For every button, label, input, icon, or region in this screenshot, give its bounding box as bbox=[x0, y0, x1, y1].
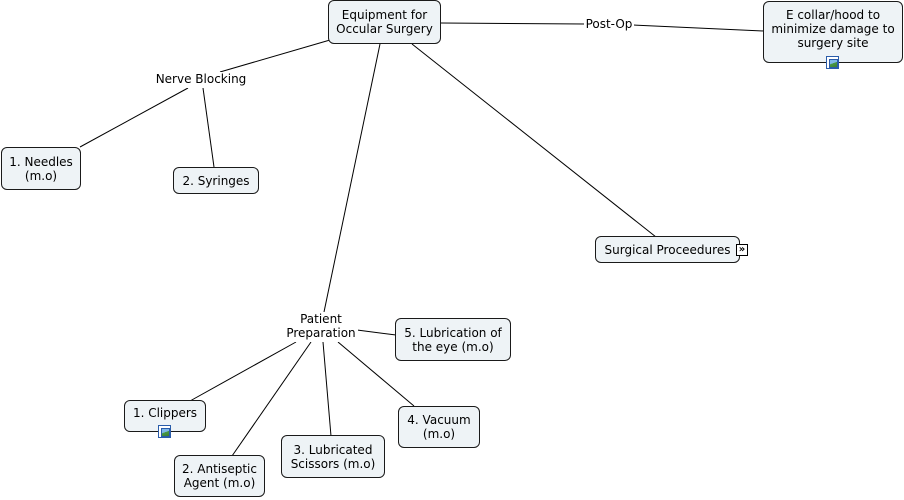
root-node[interactable]: Equipment for Occular Surgery bbox=[328, 0, 441, 44]
syringes-node-text: 2. Syringes bbox=[182, 173, 250, 188]
e-collar-node[interactable]: E collar/hood to minimize damage to surg… bbox=[763, 1, 903, 63]
clippers-node-text: 1. Clippers bbox=[132, 406, 198, 420]
needles-node-text: 1. Needles (m.o) bbox=[9, 154, 73, 183]
root-node-text: Equipment for Occular Surgery bbox=[336, 8, 433, 36]
expand-icon[interactable]: » bbox=[736, 244, 748, 256]
line-root-patient-prep bbox=[323, 43, 381, 313]
surgical-procedures-node-text: Surgical Proceedures bbox=[604, 242, 731, 257]
clippers-image-icon[interactable] bbox=[158, 425, 171, 438]
line-prep-antiseptic bbox=[231, 341, 312, 457]
line-nerve-blocking-syringes bbox=[202, 87, 215, 168]
scissors-node-text: 3. Lubricated Scissors (m.o) bbox=[290, 442, 376, 471]
line-prep-lubrication bbox=[356, 329, 397, 336]
line-nerve-blocking-needles bbox=[79, 87, 189, 148]
vacuum-node-text: 4. Vacuum (m.o) bbox=[407, 413, 471, 441]
vacuum-node[interactable]: 4. Vacuum (m.o) bbox=[398, 406, 480, 448]
patient-preparation-label: Patient Preparation bbox=[284, 312, 358, 342]
antiseptic-node-text: 2. Antiseptic Agent (m.o) bbox=[181, 462, 257, 490]
lubrication-node-text: 5. Lubrication of the eye (m.o) bbox=[404, 325, 502, 354]
needles-node[interactable]: 1. Needles (m.o) bbox=[1, 147, 81, 190]
post-op-link-label: Post-Op bbox=[584, 17, 634, 32]
line-root-nerve-blocking bbox=[219, 39, 331, 73]
nerve-blocking-label: Nerve Blocking bbox=[154, 72, 248, 88]
syringes-node[interactable]: 2. Syringes bbox=[173, 167, 259, 194]
line-root-postop-label bbox=[440, 22, 586, 25]
lubrication-node[interactable]: 5. Lubrication of the eye (m.o) bbox=[395, 318, 511, 361]
surgical-procedures-node[interactable]: Surgical Proceedures bbox=[595, 236, 740, 263]
antiseptic-node[interactable]: 2. Antiseptic Agent (m.o) bbox=[174, 455, 265, 497]
line-postop-label-ecollar bbox=[632, 24, 765, 32]
scissors-node[interactable]: 3. Lubricated Scissors (m.o) bbox=[281, 435, 385, 478]
e-collar-node-text: E collar/hood to minimize damage to surg… bbox=[771, 8, 895, 50]
e-collar-image-icon[interactable] bbox=[826, 56, 839, 69]
line-prep-scissors bbox=[322, 341, 332, 437]
line-prep-clippers bbox=[189, 341, 297, 402]
line-root-surgical bbox=[411, 43, 657, 238]
line-prep-vacuum bbox=[337, 341, 415, 407]
